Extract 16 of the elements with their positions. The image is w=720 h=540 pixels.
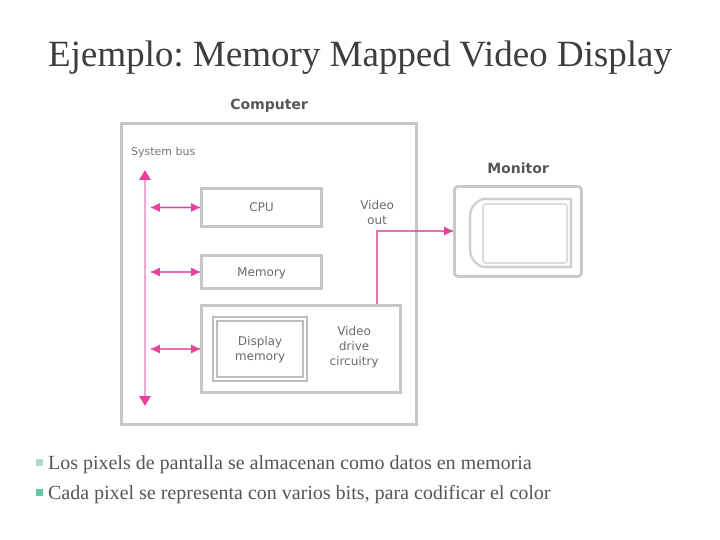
circuit-box bbox=[200, 304, 402, 394]
component-box: CPU bbox=[200, 187, 323, 228]
double-arrow bbox=[151, 268, 200, 276]
component-box: Memory bbox=[200, 254, 323, 290]
device-title: Monitor bbox=[487, 160, 549, 178]
title: Ejemplo: Memory Mapped Video Display bbox=[48, 35, 672, 76]
bus-label: System bus bbox=[131, 145, 196, 159]
double-arrow bbox=[151, 344, 200, 354]
arrow bbox=[376, 226, 453, 304]
bullet-text: Los pixels de pantalla se almacenan como datos en memoria bbox=[48, 452, 532, 474]
memory-box: Display memory bbox=[212, 316, 308, 382]
double-arrow bbox=[151, 203, 200, 212]
node-label: Video drive circuitry bbox=[328, 324, 380, 369]
group-title: Computer bbox=[230, 96, 308, 114]
bus-line bbox=[139, 170, 151, 406]
bullet-text: Cada pixel se representa con varios bits, para codificar el color bbox=[48, 482, 551, 504]
